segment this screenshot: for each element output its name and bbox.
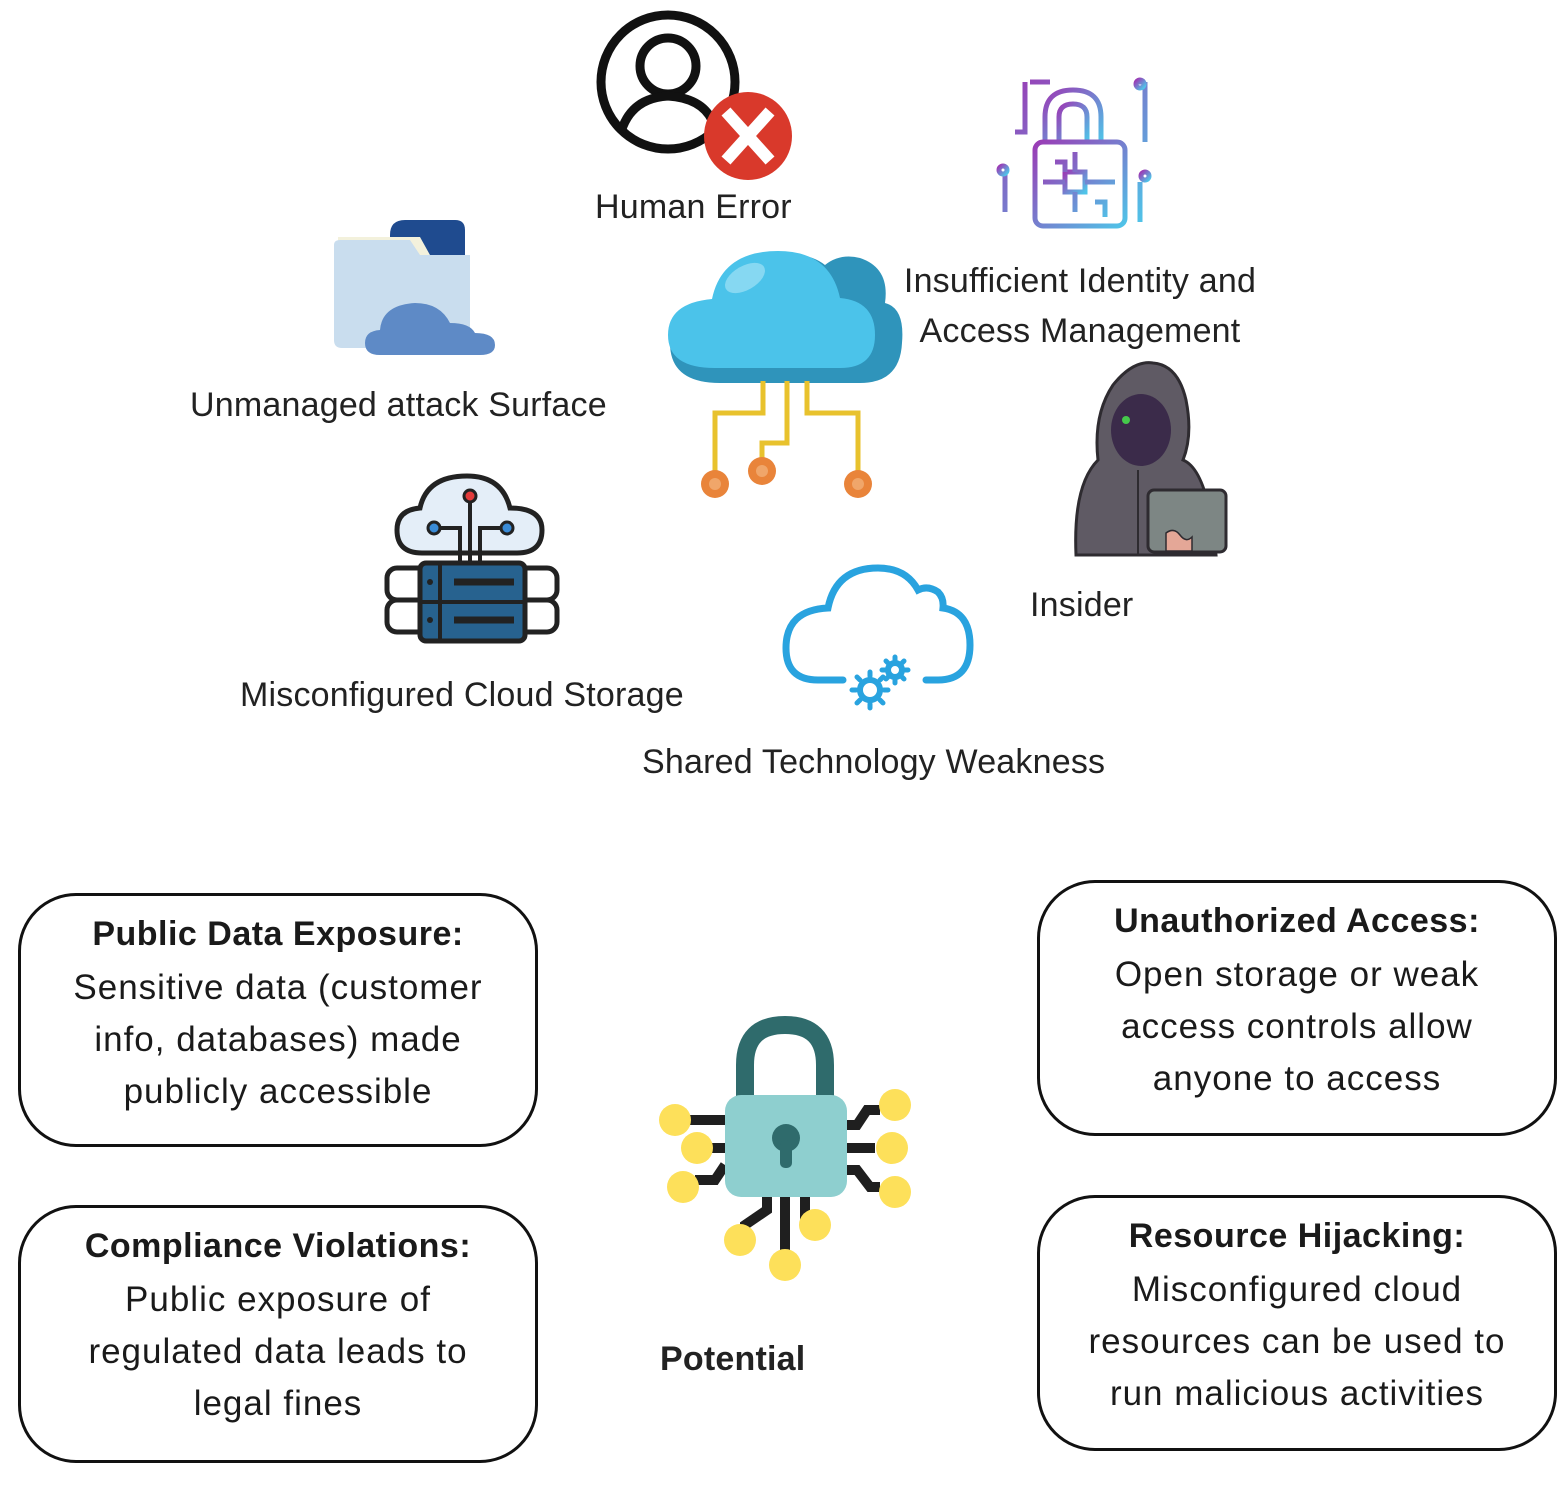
- impact-line: Misconfigured cloud: [1131, 1270, 1463, 1309]
- threat-label-cloud-storage: Misconfigured Cloud Storage: [240, 676, 684, 714]
- impact-line: legal fines: [193, 1384, 363, 1423]
- impact-line: info, databases) made: [94, 1020, 462, 1059]
- impact-description: Public exposure of regulated data leads …: [21, 1274, 535, 1430]
- threat-label-identity: Insufficient Identity and Access Managem…: [885, 256, 1275, 356]
- impact-line: Open storage or weak: [1114, 955, 1480, 994]
- impact-line: Public exposure of: [125, 1280, 431, 1319]
- folder-cloud-icon: [334, 220, 495, 355]
- impact-title: Public Data Exposure:: [92, 915, 464, 953]
- impact-description: Sensitive data (customer info, databases…: [21, 962, 535, 1118]
- threat-label-shared-tech: Shared Technology Weakness: [642, 743, 1106, 781]
- threat-label-identity-line2: Access Management: [919, 312, 1241, 350]
- cloud-gears-icon: [782, 564, 974, 711]
- threat-label-attack-surface: Unmanaged attack Surface: [190, 386, 607, 424]
- user-error-icon: [596, 10, 792, 180]
- impact-box-unauthorized-access: Unauthorized Access: Open storage or wea…: [1037, 880, 1557, 1136]
- threat-label-identity-line1: Insufficient Identity and: [903, 262, 1257, 300]
- impact-title: Resource Hijacking:: [1128, 1217, 1466, 1255]
- circuit-padlock-icon: [659, 1015, 911, 1281]
- impact-box-public-data-exposure: Public Data Exposure: Sensitive data (cu…: [18, 893, 538, 1147]
- impact-line: run malicious activities: [1109, 1374, 1485, 1413]
- impact-line: regulated data leads to: [88, 1332, 468, 1371]
- hooded-hacker-icon: [1074, 361, 1228, 557]
- impact-description: Open storage or weak access controls all…: [1040, 949, 1554, 1105]
- impact-title: Unauthorized Access:: [1114, 902, 1480, 940]
- threat-label-human-error: Human Error: [595, 188, 792, 226]
- impact-description: Misconfigured cloud resources can be use…: [1040, 1264, 1554, 1420]
- impact-line: access controls allow: [1121, 1007, 1473, 1046]
- impact-box-compliance-violations: Compliance Violations: Public exposure o…: [18, 1205, 538, 1463]
- impact-line: resources can be used to: [1088, 1322, 1506, 1361]
- impact-line: publicly accessible: [123, 1072, 433, 1111]
- potential-label: Potential: [660, 1340, 806, 1378]
- circuit-lock-icon: [996, 77, 1152, 229]
- cloud-network-icon: [668, 251, 903, 498]
- impact-line: Sensitive data (customer: [73, 968, 483, 1007]
- threat-label-insider: Insider: [1030, 586, 1134, 624]
- impact-title: Compliance Violations:: [84, 1227, 472, 1265]
- impact-line: anyone to access: [1152, 1059, 1442, 1098]
- impact-box-resource-hijacking: Resource Hijacking: Misconfigured cloud …: [1037, 1195, 1557, 1451]
- cloud-server-icon: [384, 473, 560, 644]
